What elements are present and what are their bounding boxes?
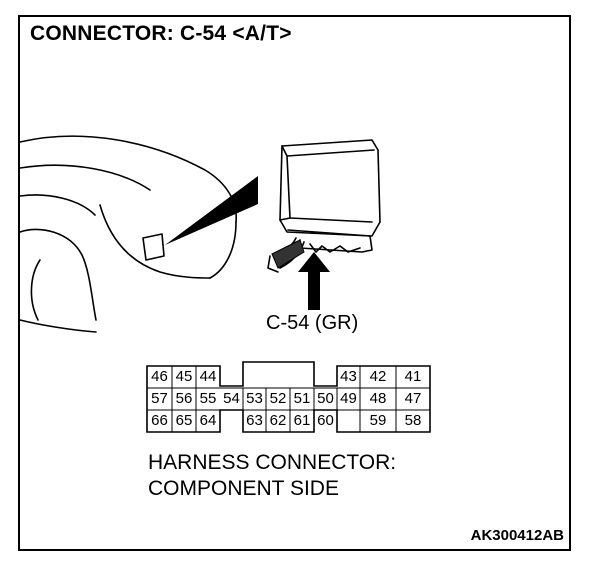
pin-65: 65 — [175, 412, 193, 429]
pin-61: 61 — [293, 412, 311, 429]
pin-50: 50 — [317, 390, 334, 407]
pin-62: 62 — [269, 412, 287, 429]
diagram-frame — [18, 15, 571, 551]
callout-wedge — [165, 176, 258, 245]
pin-57: 57 — [151, 390, 168, 407]
pin-44: 44 — [199, 368, 217, 385]
pin-48: 48 — [369, 390, 387, 407]
pin-41: 41 — [404, 368, 422, 385]
pin-66: 66 — [151, 412, 168, 429]
figure-code: AK300412AB — [470, 527, 564, 544]
connector-label: C-54 (GR) — [266, 312, 359, 334]
pin-60: 60 — [317, 412, 334, 429]
caption-line-1: HARNESS CONNECTOR: — [148, 451, 397, 474]
control-unit-body — [279, 139, 381, 237]
dash-lower-curve — [19, 228, 97, 321]
arrow-up-icon — [298, 252, 330, 310]
pin-46: 46 — [151, 368, 168, 385]
pin-42: 42 — [369, 368, 387, 385]
harness-wires — [271, 239, 305, 269]
dash-inner-curve — [19, 164, 151, 191]
page-title: CONNECTOR: C-54 <A/T> — [30, 22, 292, 45]
pin-59: 59 — [369, 412, 387, 429]
location-box — [142, 233, 165, 261]
pin-56: 56 — [175, 390, 193, 407]
pin-63: 63 — [246, 412, 263, 429]
pin-64: 64 — [199, 412, 217, 429]
caption: HARNESS CONNECTOR: COMPONENT SIDE — [148, 450, 396, 502]
pin-49: 49 — [340, 390, 357, 407]
caption-line-2: COMPONENT SIDE — [148, 477, 339, 500]
pin-43: 43 — [340, 368, 357, 385]
pin-51: 51 — [293, 390, 311, 407]
pin-53: 53 — [246, 390, 263, 407]
pin-55: 55 — [199, 390, 217, 407]
pin-54: 54 — [223, 390, 240, 407]
pin-45: 45 — [175, 368, 193, 385]
pin-58: 58 — [404, 412, 422, 429]
pin-52: 52 — [269, 390, 287, 407]
pin-47: 47 — [404, 390, 422, 407]
